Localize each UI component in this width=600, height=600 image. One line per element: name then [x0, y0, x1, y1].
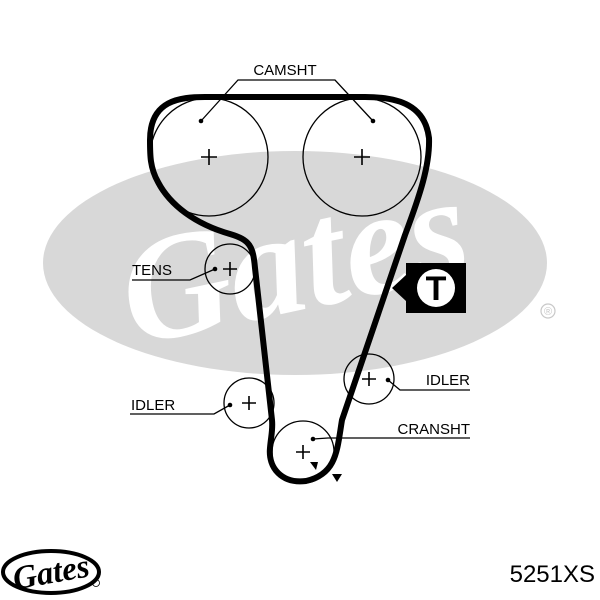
camshaft-left-centre-mark [201, 149, 217, 165]
gates-logo-registered-circle [92, 579, 100, 587]
idler-right-leader [387, 379, 470, 391]
pulley-centre-marks [201, 149, 376, 459]
idler-left-leader [130, 404, 231, 415]
tensioner-leader [132, 268, 216, 281]
belt-timing-marker [332, 474, 342, 482]
idler-right-label: IDLER [426, 372, 470, 389]
timing-side-badge: T [392, 263, 466, 313]
part-number: 5251XS [510, 561, 595, 588]
registered-mark: ® [544, 306, 552, 318]
camshaft-right-centre-mark [354, 149, 370, 165]
gates-logo: Gates [1, 549, 101, 597]
idler-pulley-left [223, 377, 275, 429]
idler-pulley-right [343, 353, 395, 405]
gates-logo-oval [1, 549, 101, 595]
gates-watermark: Gates ® [43, 143, 556, 378]
timing-badge-circle [417, 269, 455, 307]
crankshaft-timing-arrow [310, 462, 318, 470]
tensioner-centre-mark [223, 262, 237, 276]
leader-lines [130, 79, 470, 440]
camshaft-label: CAMSHT [253, 62, 316, 79]
crankshaft-centre-mark [296, 445, 310, 459]
idler-left-label: IDLER [131, 397, 175, 414]
timing-badge-letter: T [426, 270, 447, 308]
watermark-ellipse [43, 151, 547, 375]
crankshaft-label: CRANSHT [397, 421, 470, 438]
idler-right-centre-mark [362, 372, 376, 386]
idler-left-centre-mark [242, 396, 256, 410]
camshaft-leader [200, 79, 374, 122]
tensioner-label: TENS [132, 262, 172, 279]
timing-belt [147, 94, 433, 485]
registered-mark-circle [540, 303, 556, 319]
crankshaft-leader [312, 437, 470, 440]
